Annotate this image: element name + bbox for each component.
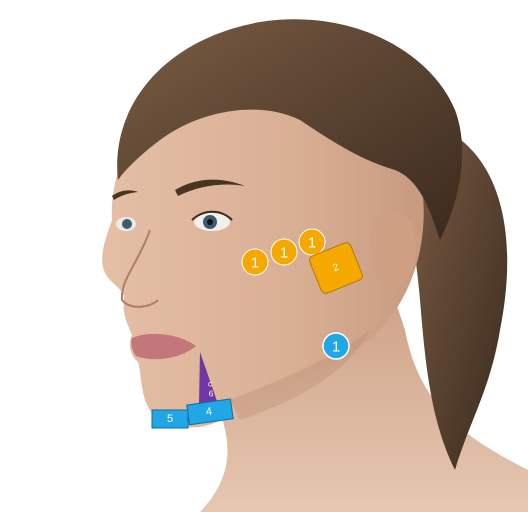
orange-marker-1[interactable]: 1 xyxy=(242,249,268,275)
blue-circle-label: 1 xyxy=(332,339,340,356)
purple-triangle-top-label: c xyxy=(208,380,212,389)
blue-rect-marker-5[interactable]: 5 xyxy=(152,410,188,428)
orange-marker-2-label: 1 xyxy=(280,245,288,262)
left-iris-shape xyxy=(122,219,132,229)
purple-triangle-bottom-label: 6 xyxy=(209,390,214,399)
pupil-shape xyxy=(207,219,213,225)
orange-marker-1-label: 1 xyxy=(251,255,259,272)
blue-circle-marker[interactable]: 1 xyxy=(323,333,349,359)
blue-rect-5-label: 5 xyxy=(167,413,173,425)
orange-marker-3-label: 1 xyxy=(308,235,316,252)
orange-marker-2[interactable]: 1 xyxy=(271,239,297,265)
orange-marker-3[interactable]: 1 xyxy=(299,229,325,255)
